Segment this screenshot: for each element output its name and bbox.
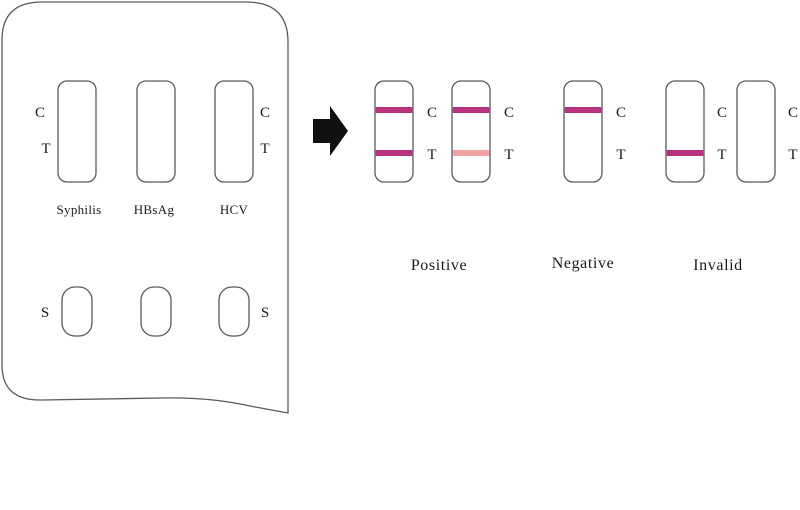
- positive-strip-2-control-label: C: [504, 105, 514, 121]
- invalid-strip-1-test-label: T: [717, 147, 726, 163]
- negative-strip-test-label: T: [616, 147, 625, 163]
- device-test-label-left: T: [41, 141, 50, 157]
- device-sample-label-left: S: [41, 305, 49, 321]
- positive-strip-1: [374, 80, 414, 183]
- arrow-right-icon: [313, 106, 348, 156]
- invalid-strip-1-control-label: C: [717, 105, 727, 121]
- positive-strip-1-test-label: T: [427, 147, 436, 163]
- result-window-hcv: [214, 80, 254, 183]
- result-window-hbsag: [136, 80, 176, 183]
- sample-well-hbsag: [140, 286, 172, 337]
- test-name-hcv: HCV: [220, 202, 249, 217]
- negative-strip-control-line: [564, 107, 602, 113]
- invalid-strip-2: [736, 80, 776, 183]
- positive-strip-1-test-line: [375, 150, 413, 156]
- negative-strip: [563, 80, 603, 183]
- sample-well-syphilis: [61, 286, 93, 337]
- device-test-label-right: T: [260, 141, 269, 157]
- device-control-label-left: C: [35, 105, 45, 121]
- result-window-syphilis: [57, 80, 97, 183]
- positive-strip-2-test-line: [452, 150, 490, 156]
- positive-strip-2-control-line: [452, 107, 490, 113]
- positive-strip-1-control-line: [375, 107, 413, 113]
- device-control-label-right: C: [260, 105, 270, 121]
- result-label-negative: Negative: [552, 255, 615, 272]
- result-label-positive: Positive: [411, 257, 467, 274]
- result-label-invalid: Invalid: [693, 257, 743, 274]
- test-cassette-outline: [1, 1, 289, 414]
- sample-well-hcv: [218, 286, 250, 337]
- positive-strip-2: [451, 80, 491, 183]
- invalid-strip-1-test-line: [666, 150, 704, 156]
- invalid-strip-2-test-label: T: [788, 147, 797, 163]
- test-name-syphilis: Syphilis: [56, 202, 101, 217]
- test-name-hbsag: HBsAg: [134, 202, 175, 217]
- device-sample-label-right: S: [261, 305, 269, 321]
- invalid-strip-1: [665, 80, 705, 183]
- positive-strip-2-test-label: T: [504, 147, 513, 163]
- invalid-strip-2-control-label: C: [788, 105, 798, 121]
- positive-strip-1-control-label: C: [427, 105, 437, 121]
- negative-strip-control-label: C: [616, 105, 626, 121]
